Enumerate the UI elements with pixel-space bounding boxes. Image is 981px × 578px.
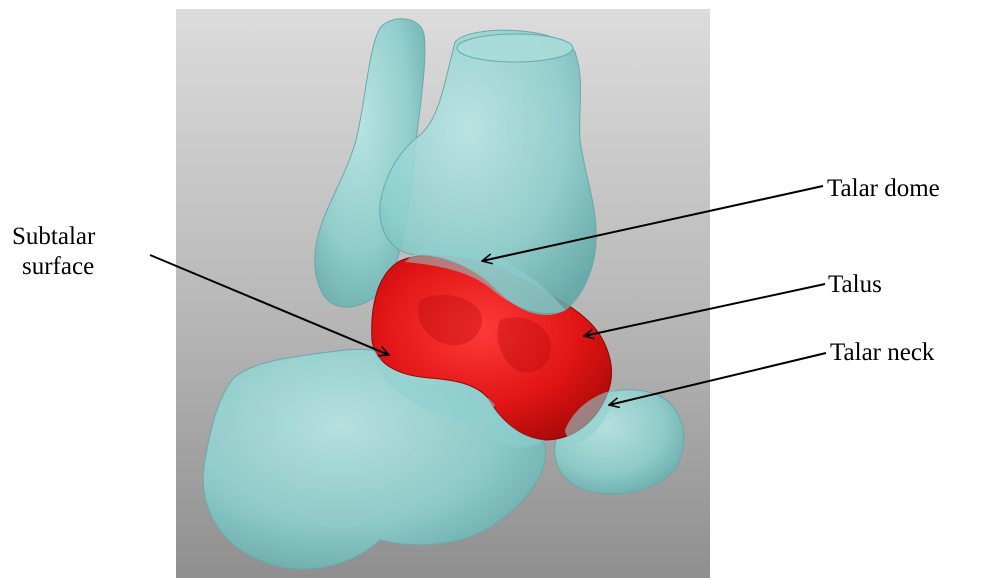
tibia-top-surface (457, 34, 573, 62)
subtalar-surface-label: Subtalar surface (12, 222, 95, 282)
subtalar-label-line1: Subtalar (12, 222, 95, 252)
talus-label: Talus (828, 270, 882, 300)
talar-neck-label: Talar neck (830, 338, 934, 368)
talar-dome-label: Talar dome (827, 174, 940, 204)
subtalar-label-line2: surface (12, 252, 95, 282)
